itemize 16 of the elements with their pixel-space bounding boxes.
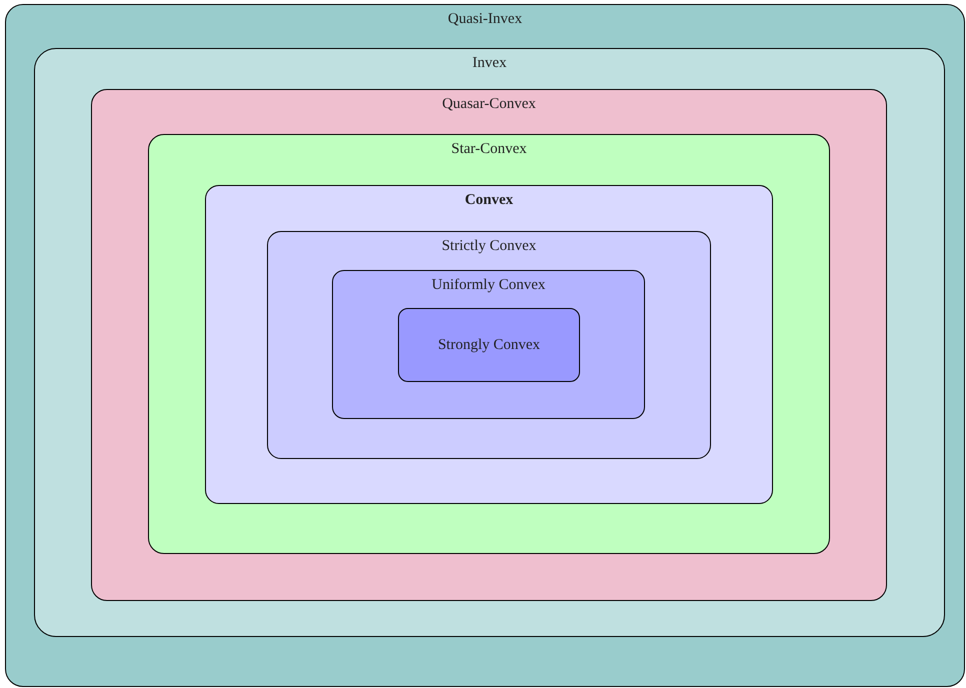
set-label: Invex [472,54,507,73]
set-label: Strictly Convex [442,237,536,256]
set-region [34,48,945,637]
set-label: Quasi-Invex [448,10,522,29]
set-region [332,270,645,419]
set-region [148,134,830,554]
set-region [398,308,580,382]
set-region [205,185,773,504]
set-label: Strongly Convex [438,336,540,355]
set-label: Uniformly Convex [432,276,546,295]
set-label: Star-Convex [451,140,527,159]
set-label: Quasar-Convex [442,95,536,114]
set-label: Convex [464,191,514,210]
set-region [267,231,711,459]
set-region [91,89,887,601]
set-region [5,4,965,687]
